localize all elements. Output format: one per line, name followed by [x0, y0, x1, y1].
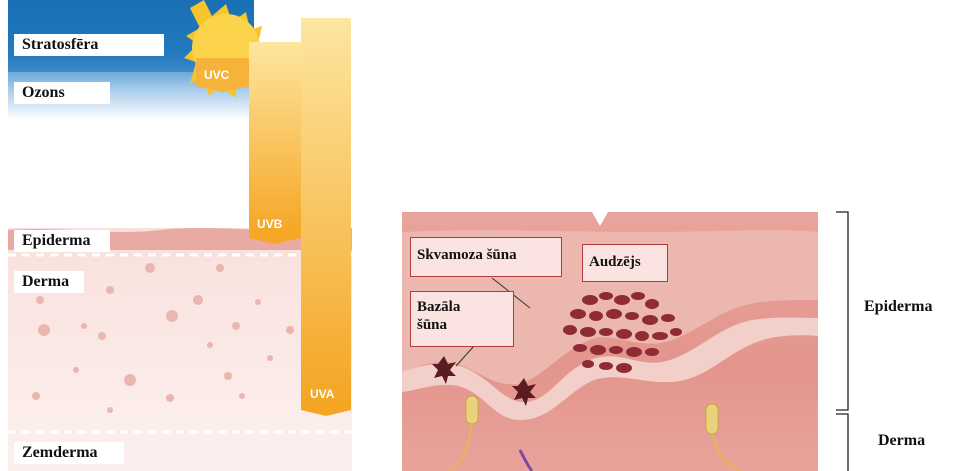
basal-cell-callout-line2: šūna: [417, 316, 507, 334]
uva-label: UVA: [310, 387, 335, 401]
squamous-cell-callout: Skvamoza šūna: [410, 237, 562, 277]
stratosphere-label: Stratosfēra: [14, 34, 164, 56]
uva-ray: [301, 18, 351, 416]
basal-cell-callout-line1: Bazāla: [417, 298, 507, 316]
dermis-label-left: Derma: [14, 271, 84, 293]
uvb-ray: [249, 42, 301, 244]
epidermis-label-right: Epiderma: [864, 298, 932, 316]
uvb-label: UVB: [257, 217, 283, 231]
basal-cell-callout: Bazāla šūna: [410, 291, 514, 347]
dermis-label-right: Derma: [878, 432, 925, 450]
ozone-label: Ozons: [14, 82, 110, 104]
uvc-label: UVC: [204, 68, 230, 82]
epidermis-label-left: Epiderma: [14, 230, 110, 252]
subcutis-label: Zemderma: [14, 442, 124, 464]
skin-block: [8, 228, 352, 471]
tumor-callout: Audzējs: [582, 244, 668, 282]
layer-brackets: [836, 212, 848, 471]
